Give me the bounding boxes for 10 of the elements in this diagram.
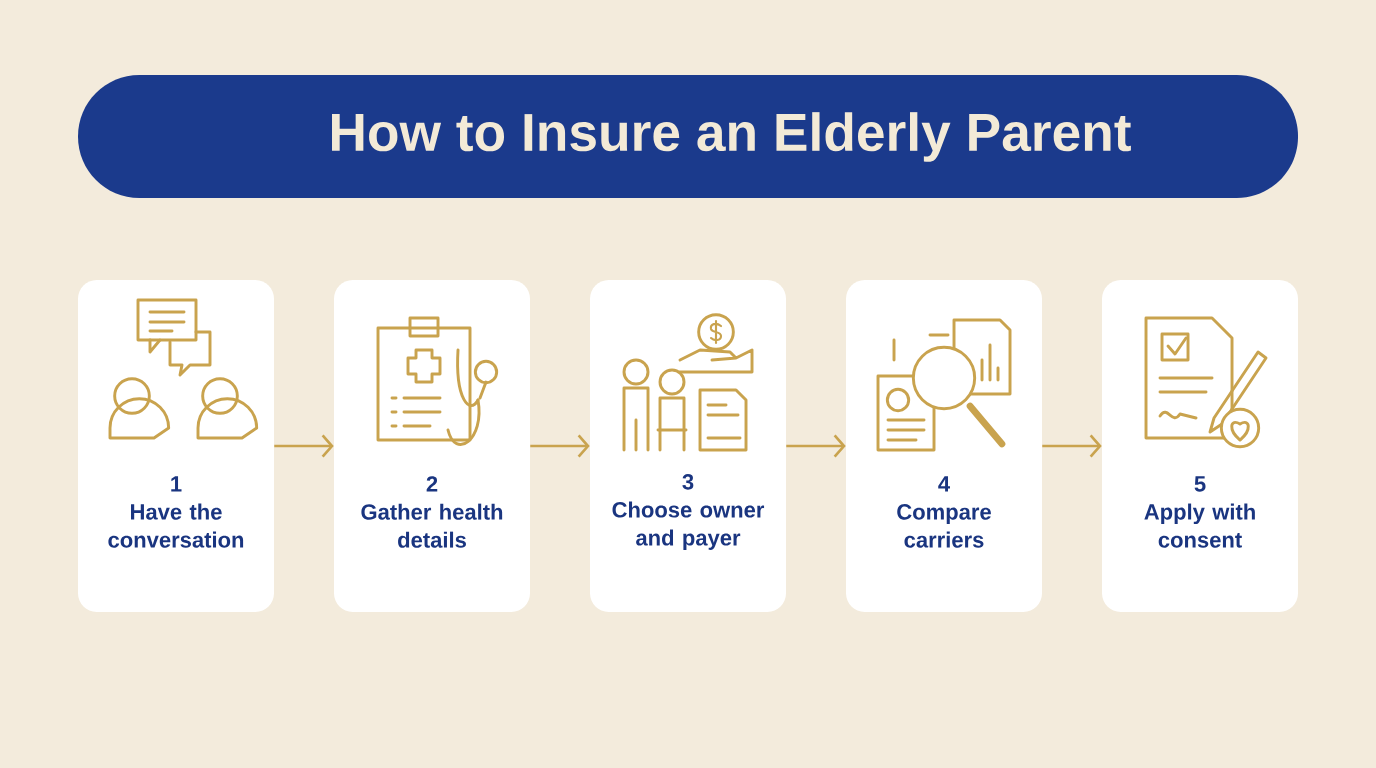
step-card: 4 Compare carriers [846, 280, 1042, 612]
arrow [1042, 434, 1102, 458]
title-banner: How to Insure an Elderly Parent [78, 75, 1298, 198]
arrow [530, 434, 590, 458]
step-card: 5 Apply with consent [1102, 280, 1298, 612]
arrow [274, 434, 334, 458]
step-card: 2 Gather health details [334, 280, 530, 612]
step-card: 3 Choose owner and payer [590, 280, 786, 612]
step-card: 1 Have the conversation [78, 280, 274, 612]
arrow [786, 434, 846, 458]
